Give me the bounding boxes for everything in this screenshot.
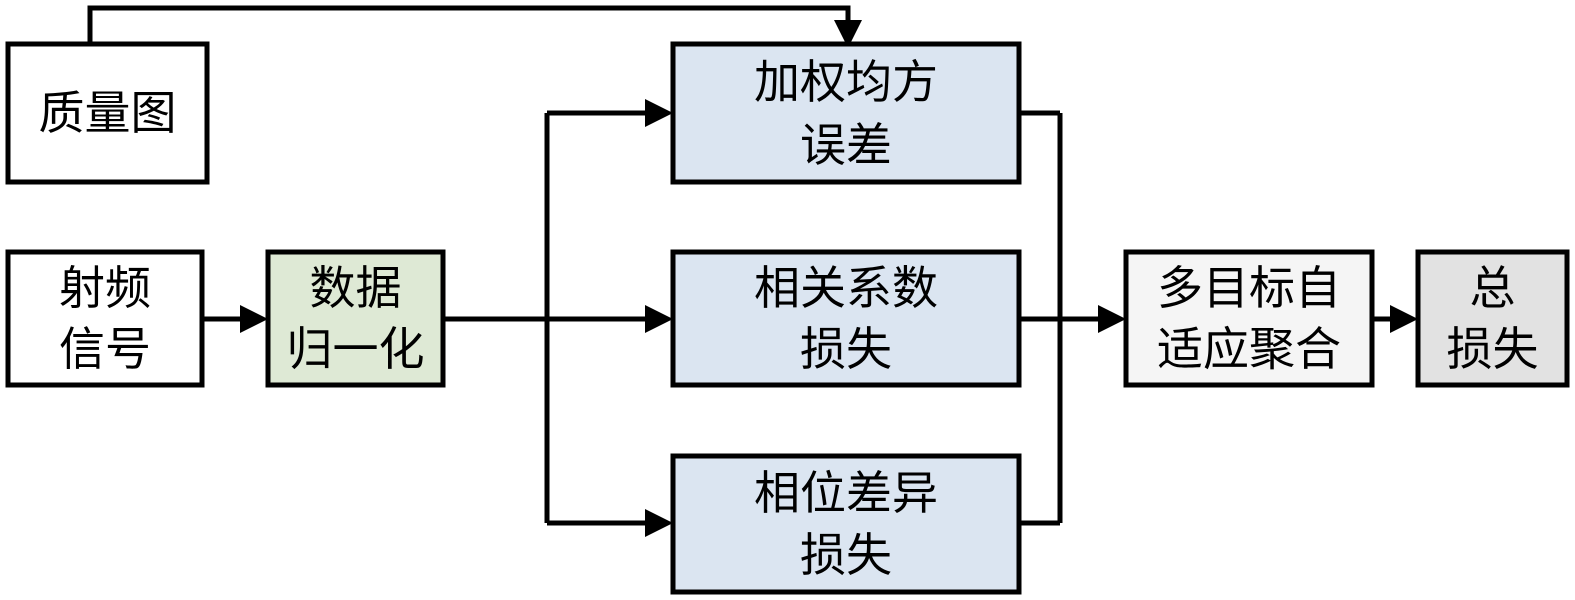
- phase-difference-loss-label-line2: 损失: [800, 528, 892, 582]
- correlation-coefficient-loss-label-line1: 相关系数: [754, 261, 938, 315]
- total-loss-label-line2: 损失: [1447, 322, 1539, 376]
- weighted-mse-label-line2: 误差: [800, 118, 892, 172]
- edge-normalization-to-correlation-loss: [547, 305, 673, 333]
- edge-rf-to-normalization: [202, 305, 268, 333]
- phase-difference-loss-label-line1: 相位差异: [754, 466, 938, 520]
- edge-correlation-loss-to-aggregation: [1019, 305, 1126, 333]
- multi-objective-adaptive-aggregation-label-line1: 多目标自: [1157, 261, 1341, 315]
- edge-normalization-to-weighted-mse: [547, 99, 673, 127]
- weighted-mse-node[interactable]: 加权均方 误差: [670, 41, 1022, 185]
- arrow-head-icon: [1390, 305, 1418, 333]
- quality-map-node[interactable]: 质量图: [5, 41, 210, 185]
- edge-aggregation-to-total-loss: [1372, 305, 1418, 333]
- correlation-coefficient-loss-label-line2: 损失: [800, 322, 892, 376]
- rf-signal-label-line1: 射频: [59, 261, 151, 315]
- rf-signal-label-line2: 信号: [59, 322, 151, 376]
- total-loss-label-line1: 总: [1470, 261, 1516, 315]
- edge-normalization-trunk: [443, 113, 550, 523]
- correlation-coefficient-loss-box[interactable]: [670, 249, 1022, 388]
- total-loss-box[interactable]: [1415, 249, 1570, 388]
- data-normalization-node[interactable]: 数据 归一化: [265, 249, 446, 388]
- data-normalization-label-line1: 数据: [310, 261, 402, 315]
- edge-quality-map-to-weighted-mse: [87, 5, 862, 48]
- multi-objective-adaptive-aggregation-label-line2: 适应聚合: [1157, 322, 1341, 376]
- arrow-head-icon: [240, 305, 268, 333]
- quality-map-box[interactable]: [5, 41, 210, 185]
- arrow-head-icon: [834, 20, 862, 48]
- quality-map-label: 质量图: [39, 86, 177, 140]
- phase-difference-loss-box[interactable]: [670, 453, 1022, 595]
- arrow-head-icon: [645, 509, 673, 537]
- arrow-head-icon: [645, 305, 673, 333]
- phase-difference-loss-node[interactable]: 相位差异 损失: [670, 453, 1022, 595]
- arrow-head-icon: [1098, 305, 1126, 333]
- total-loss-node[interactable]: 总 损失: [1415, 249, 1570, 388]
- multi-objective-adaptive-aggregation-box[interactable]: [1123, 249, 1375, 388]
- data-normalization-box[interactable]: [265, 249, 446, 388]
- weighted-mse-box[interactable]: [670, 41, 1022, 185]
- multi-objective-adaptive-aggregation-node[interactable]: 多目标自 适应聚合: [1123, 249, 1375, 388]
- correlation-coefficient-loss-node[interactable]: 相关系数 损失: [670, 249, 1022, 388]
- edge-normalization-to-phase-loss: [547, 509, 673, 537]
- data-normalization-label-line2: 归一化: [287, 322, 425, 376]
- weighted-mse-label-line1: 加权均方: [754, 55, 938, 109]
- rf-signal-box[interactable]: [5, 249, 205, 388]
- rf-signal-node[interactable]: 射频 信号: [5, 249, 205, 388]
- arrow-head-icon: [645, 99, 673, 127]
